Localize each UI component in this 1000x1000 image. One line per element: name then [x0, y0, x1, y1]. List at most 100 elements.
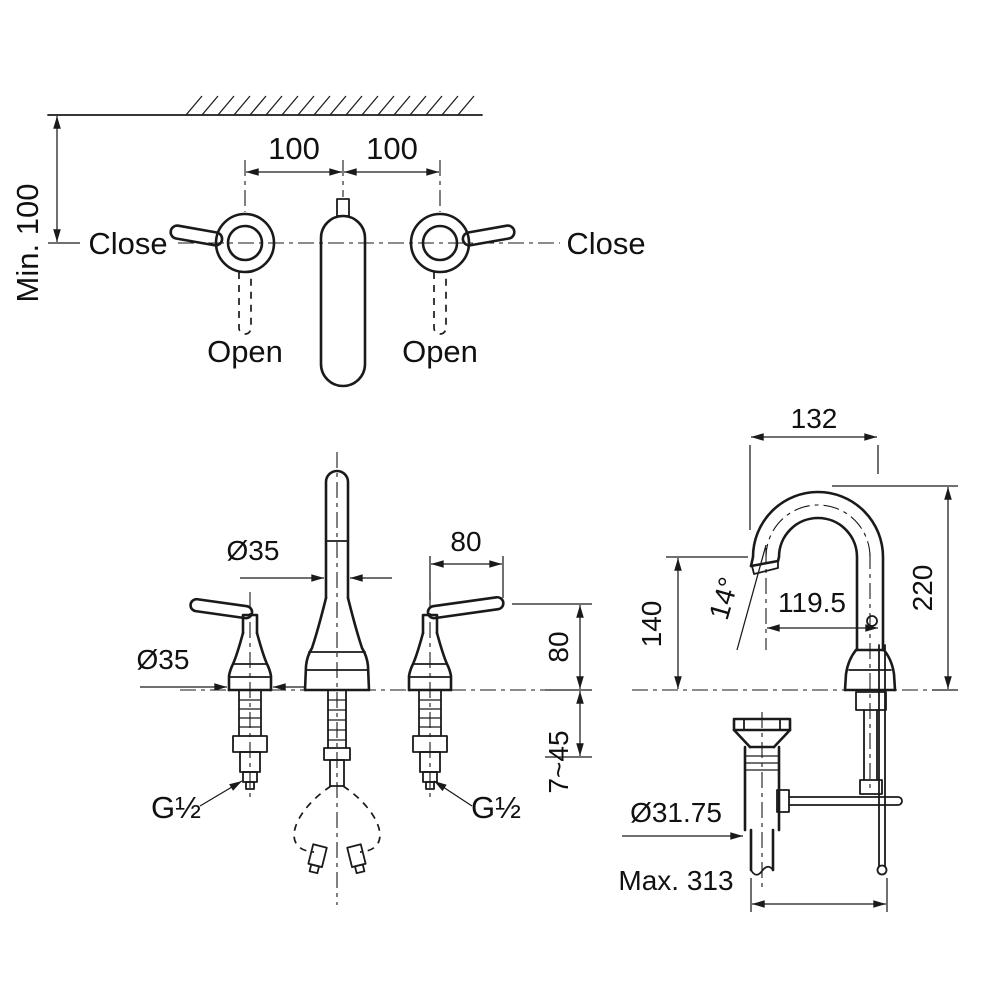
lever-right — [426, 595, 505, 620]
lift-rod-knob — [866, 615, 878, 627]
deck-thickness-label: 7~45 — [543, 730, 574, 793]
ext-lines — [429, 556, 504, 600]
drain-flange — [732, 717, 792, 732]
dim-min-height: Min. 100 — [10, 115, 80, 303]
spout-column — [324, 469, 350, 600]
handle-left-top — [169, 212, 276, 335]
lever-open-left — [238, 272, 252, 335]
dim-rod-offset: 119.5 — [766, 587, 879, 632]
dim-escutcheon-diameter: Ø35 — [137, 644, 306, 691]
lift-rod — [876, 644, 888, 876]
outlet-angle-label: 14° — [703, 574, 744, 623]
spout-front — [303, 469, 371, 692]
outlet-height-label: 140 — [636, 601, 667, 648]
leader-line — [199, 780, 243, 807]
hose-connector-right — [346, 843, 367, 875]
close-left-label: Close — [88, 226, 167, 261]
spout-flare-left — [303, 596, 328, 692]
min-height-label: Min. 100 — [10, 184, 45, 303]
top-view: Min. 100 100 100 Close Close O — [10, 95, 646, 388]
ext-lines — [512, 603, 592, 691]
tailpiece-break — [750, 865, 774, 876]
mounting-nut — [855, 691, 887, 711]
hose-junction — [329, 759, 345, 787]
handle-inner-ring — [226, 224, 264, 262]
drain-taper — [732, 728, 792, 749]
inlet-callout-right: G½ — [433, 780, 521, 825]
side-view: 132 220 140 14° 119.5 Ø31.75 Max — [618, 403, 958, 912]
outlet-aerator — [751, 560, 779, 575]
escutcheon-diameter-label: Ø35 — [137, 644, 190, 675]
dim-outlet-height: 140 — [636, 556, 748, 690]
handle-right-front — [407, 595, 505, 692]
dim-handle-spacing: 100 100 — [245, 131, 440, 176]
close-right-label: Close — [566, 226, 645, 261]
front-view: Ø35 Ø35 80 80 7~45 G½ — [137, 452, 592, 905]
handle-right-top — [409, 212, 516, 335]
dim-spout-diameter: Ø35 — [227, 535, 392, 582]
shank — [418, 689, 442, 737]
dim-drain-length: Max. 313 — [618, 865, 888, 912]
shank-threads — [419, 699, 441, 728]
handle-base-step — [229, 663, 271, 678]
spacing-right-label: 100 — [366, 131, 418, 166]
drain-threads — [745, 755, 779, 771]
shank — [238, 689, 262, 737]
spout-diameter-label: Ø35 — [227, 535, 280, 566]
spout-side — [749, 490, 897, 692]
spout-reach-label: 132 — [791, 403, 838, 434]
handle-outer-ring — [409, 212, 471, 274]
dim-lever-length: 80 — [429, 526, 504, 600]
supply-connector — [859, 779, 883, 795]
lever-length-label: 80 — [450, 526, 481, 557]
undersink-side — [855, 691, 887, 795]
hose-left — [293, 785, 332, 853]
lever-height-label: 80 — [543, 631, 574, 662]
drain-body — [743, 745, 781, 832]
open-left-label: Open — [207, 334, 283, 369]
hose-right — [342, 785, 381, 853]
gooseneck-inner — [776, 516, 859, 652]
inlet-right-label: G½ — [471, 790, 521, 825]
pivot-rod — [788, 796, 903, 806]
handle-bell-left — [227, 631, 245, 692]
handle-outer-ring — [214, 212, 276, 274]
spout-top — [319, 198, 367, 388]
rod-offset-label: 119.5 — [778, 587, 846, 618]
spacing-left-label: 100 — [268, 131, 320, 166]
handle-inner-ring — [421, 224, 459, 262]
spout-nub — [336, 198, 350, 217]
pivot-nut — [776, 789, 790, 813]
dim-drain-diameter: Ø31.75 — [622, 797, 744, 840]
overall-height-label: 220 — [907, 565, 938, 612]
lever-open-right — [433, 272, 447, 335]
handle-bell-left — [407, 631, 425, 692]
hose-connector-left — [307, 843, 328, 875]
dim-spout-reach: 132 — [749, 403, 879, 530]
popup-drain — [732, 717, 903, 876]
spout-flare-right — [346, 596, 371, 692]
undersink-right — [412, 689, 448, 790]
open-right-label: Open — [402, 334, 478, 369]
lever-left — [189, 597, 254, 620]
ext-lines — [750, 878, 888, 912]
spout-body-top — [319, 214, 367, 388]
supply-pipe — [863, 709, 878, 781]
ext-lines — [749, 445, 879, 530]
flange-slots — [743, 718, 781, 731]
spout-base-step — [305, 651, 369, 671]
lever-closed-right — [461, 224, 516, 247]
inlet-left-label: G½ — [151, 790, 201, 825]
drain-length-label: Max. 313 — [618, 865, 733, 896]
undersink-left — [232, 689, 268, 790]
handle-bell-right — [255, 631, 273, 692]
shank-threads — [239, 699, 261, 728]
handle-bell-right — [435, 631, 453, 692]
leader-line — [433, 780, 473, 807]
wall-hatch — [185, 95, 475, 116]
escutcheon-left — [843, 648, 858, 692]
rod-end-ball — [876, 864, 888, 876]
dim-deck-thickness: 7~45 — [543, 690, 592, 794]
